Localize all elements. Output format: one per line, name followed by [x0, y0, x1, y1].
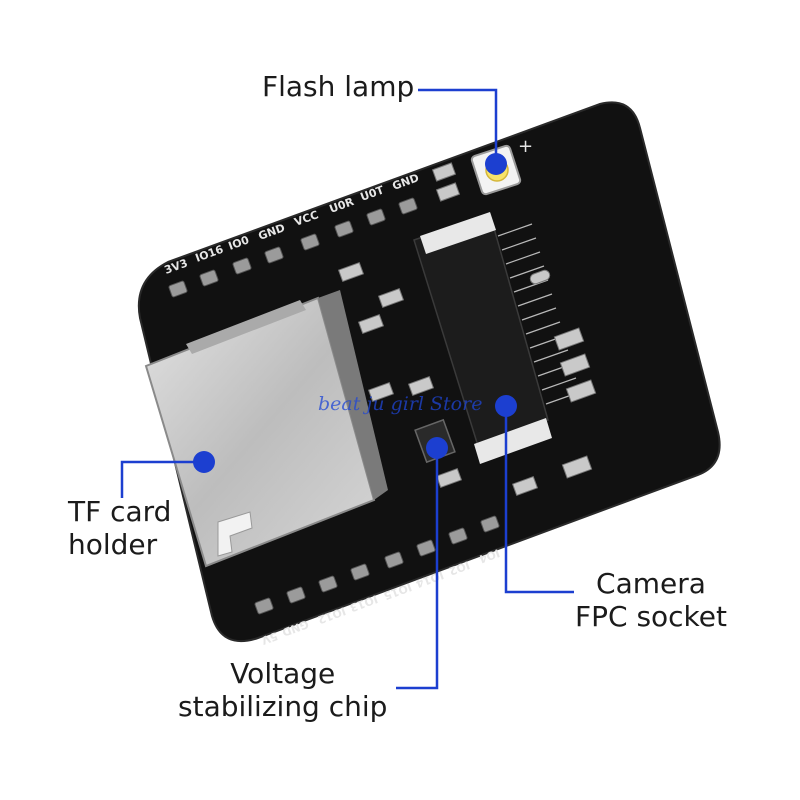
- tf-card-holder: [144, 290, 388, 568]
- smd-components: [337, 162, 597, 497]
- tf-card-holder-label: TF card holder: [68, 495, 172, 561]
- voltage-chip-leader: [396, 448, 439, 690]
- camera-fpc-socket-label: Camera FPC socket: [575, 567, 727, 633]
- store-watermark: beat ju girl Store: [318, 393, 483, 415]
- bottom-header-pins: [254, 515, 500, 615]
- tf-card-leader: [120, 460, 204, 498]
- camera-fpc-dot: [495, 395, 517, 417]
- camera-fpc-leader: [504, 406, 574, 594]
- callout-dots: [193, 153, 517, 473]
- top-header-pins: [168, 197, 418, 298]
- flash-lamp-dot: [485, 153, 507, 175]
- polarity-plus: +: [518, 136, 533, 157]
- flash-lamp-leader: [418, 88, 498, 164]
- flash-lamp-label: Flash lamp: [262, 70, 415, 103]
- voltage-stabilizing-chip-label: Voltage stabilizing chip: [178, 657, 388, 723]
- voltage-chip-dot: [426, 437, 448, 459]
- pin-label: 5V: [259, 629, 279, 647]
- camera-fpc-socket: [413, 212, 581, 464]
- tf-card-dot: [193, 451, 215, 473]
- callout-lines: [120, 88, 574, 690]
